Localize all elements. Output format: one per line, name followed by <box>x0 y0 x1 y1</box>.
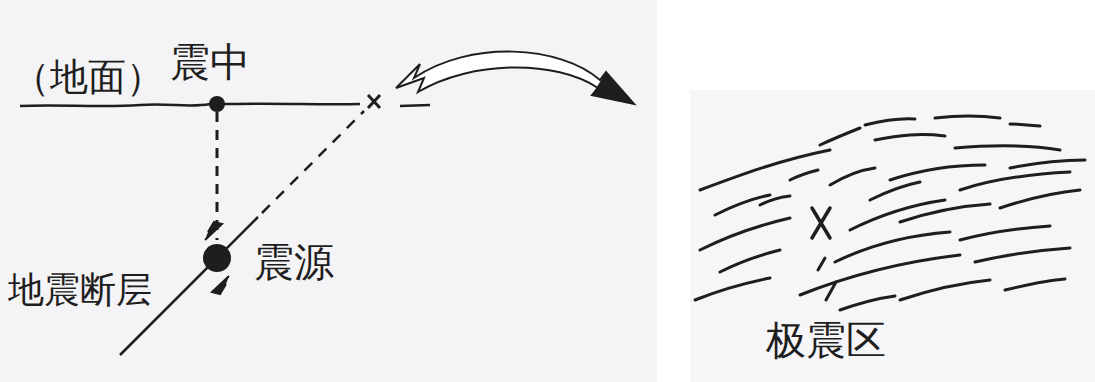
ground-line <box>400 105 430 106</box>
fault-extension <box>262 111 364 213</box>
ground-label: （地面） <box>12 58 164 96</box>
region-label: 极震区 <box>766 320 886 360</box>
ground-line <box>20 104 360 106</box>
focus-dot <box>203 244 231 272</box>
fault-label: 地震断层 <box>8 272 152 308</box>
zoom-arrow <box>396 52 634 104</box>
slip-arrow <box>212 276 229 294</box>
epicentre-dot <box>209 96 225 112</box>
meizoseismal-panel: 极震区 <box>690 90 1095 382</box>
vertical-dashed-line <box>216 112 219 240</box>
rupture-mark <box>368 95 380 108</box>
epicentre-label: 震中 <box>170 42 250 82</box>
slip-arrow <box>205 222 222 240</box>
focus-label: 震源 <box>254 242 334 282</box>
zoom-arrowhead <box>592 72 634 104</box>
